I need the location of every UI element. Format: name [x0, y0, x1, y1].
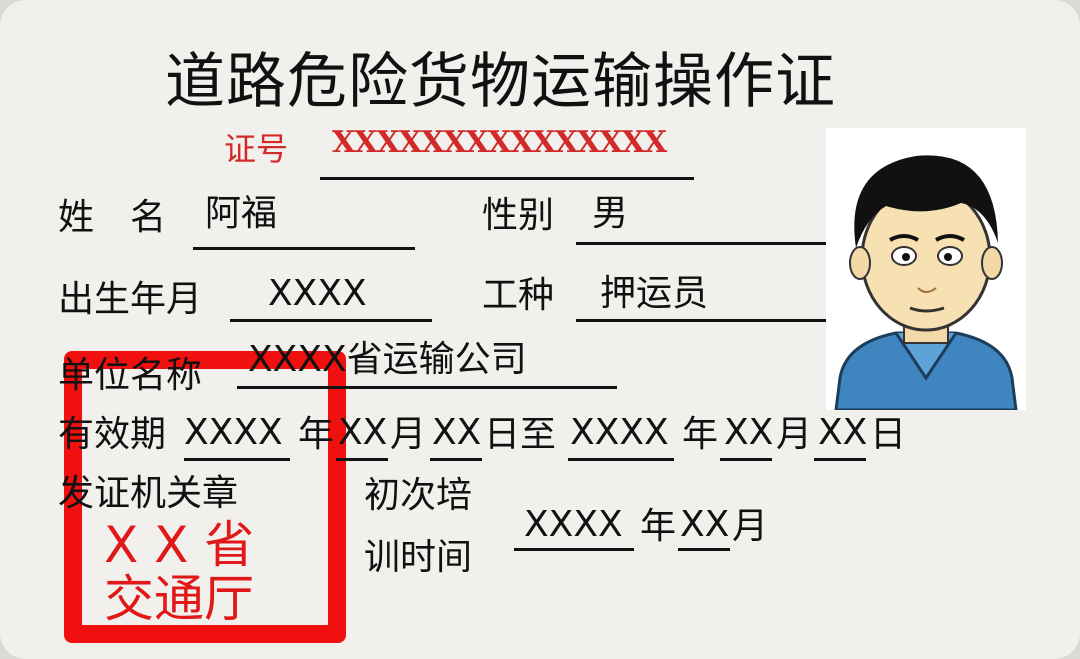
- underline: [514, 548, 634, 551]
- gender-label: 性别: [482, 195, 555, 236]
- training-year: XXXX: [524, 504, 623, 545]
- card-title: 道路危险货物运输操作证: [165, 47, 836, 117]
- job-label: 工种: [482, 275, 555, 316]
- underline: [320, 177, 694, 180]
- underline: [193, 247, 415, 250]
- underline: [720, 458, 772, 461]
- day-unit: 日: [870, 414, 907, 455]
- month-unit: 月: [776, 414, 813, 455]
- gender-value: 男: [592, 193, 629, 234]
- training-label-1: 初次培: [364, 475, 473, 516]
- month-unit: 月: [732, 506, 769, 547]
- validity-start-day: XX: [432, 412, 482, 453]
- official-stamp: [64, 351, 346, 643]
- validity-label: 有效期: [58, 414, 167, 455]
- year-unit: 年: [298, 414, 335, 455]
- underline: [336, 458, 388, 461]
- validity-end-day: XX: [818, 412, 868, 453]
- birth-value: XXXX: [268, 273, 367, 314]
- training-label-2: 训时间: [364, 537, 473, 578]
- underline: [814, 458, 866, 461]
- stamp-line2: 交通厅: [104, 570, 254, 628]
- year-unit: 年: [640, 506, 677, 547]
- day-to-label: 日至: [484, 414, 557, 455]
- issuer-label: 发证机关章: [58, 473, 239, 514]
- name-value: 阿福: [205, 193, 278, 234]
- underline: [576, 319, 826, 322]
- validity-end-year: XXXX: [570, 412, 669, 453]
- underline: [678, 548, 730, 551]
- name-label: 姓 名: [58, 197, 167, 238]
- stamp-line1: X X 省: [104, 516, 255, 574]
- cert-no-value: XXXXXXXXXXXXXXX: [332, 125, 667, 160]
- underline: [576, 242, 826, 245]
- underline: [230, 319, 432, 322]
- underline: [430, 458, 482, 461]
- validity-start-year: XXXX: [184, 412, 283, 453]
- underline: [568, 458, 674, 461]
- training-month: XX: [680, 504, 730, 545]
- birth-label: 出生年月: [58, 279, 203, 320]
- job-value: 押运员: [600, 273, 709, 314]
- validity-start-month: XX: [338, 412, 388, 453]
- month-unit: 月: [390, 414, 427, 455]
- validity-end-month: XX: [724, 412, 774, 453]
- cert-no-label: 证号: [224, 130, 289, 168]
- underline: [237, 386, 617, 389]
- year-unit: 年: [682, 414, 719, 455]
- company-value: XXXX省运输公司: [248, 339, 527, 380]
- underline: [184, 458, 290, 461]
- portrait-photo: [826, 128, 1026, 412]
- company-label: 单位名称: [58, 355, 203, 396]
